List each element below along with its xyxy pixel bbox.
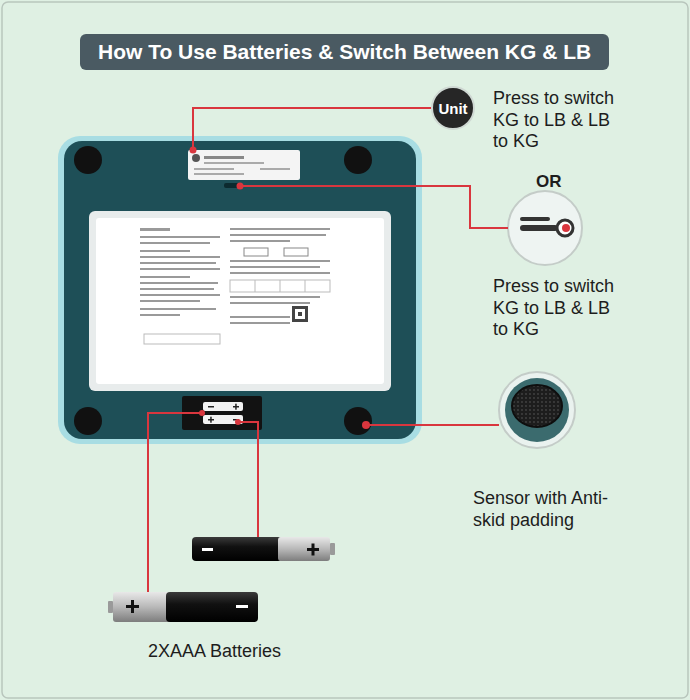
instruction-text: Press to switch KG to LB & LB to KG [493,276,628,341]
battery-label: 2XAAA Batteries [148,641,281,663]
button-label: Unit [438,100,467,117]
or-label: OR [536,172,562,192]
instruction-text: Press to switch KG to LB & LB to KG [493,88,628,153]
title-text: How To Use Batteries & Switch Between KG… [98,40,591,64]
title-banner: How To Use Batteries & Switch Between KG… [80,34,609,70]
feature-text: Sensor with Anti-skid padding [473,488,618,531]
unit-button: Unit [431,86,475,130]
